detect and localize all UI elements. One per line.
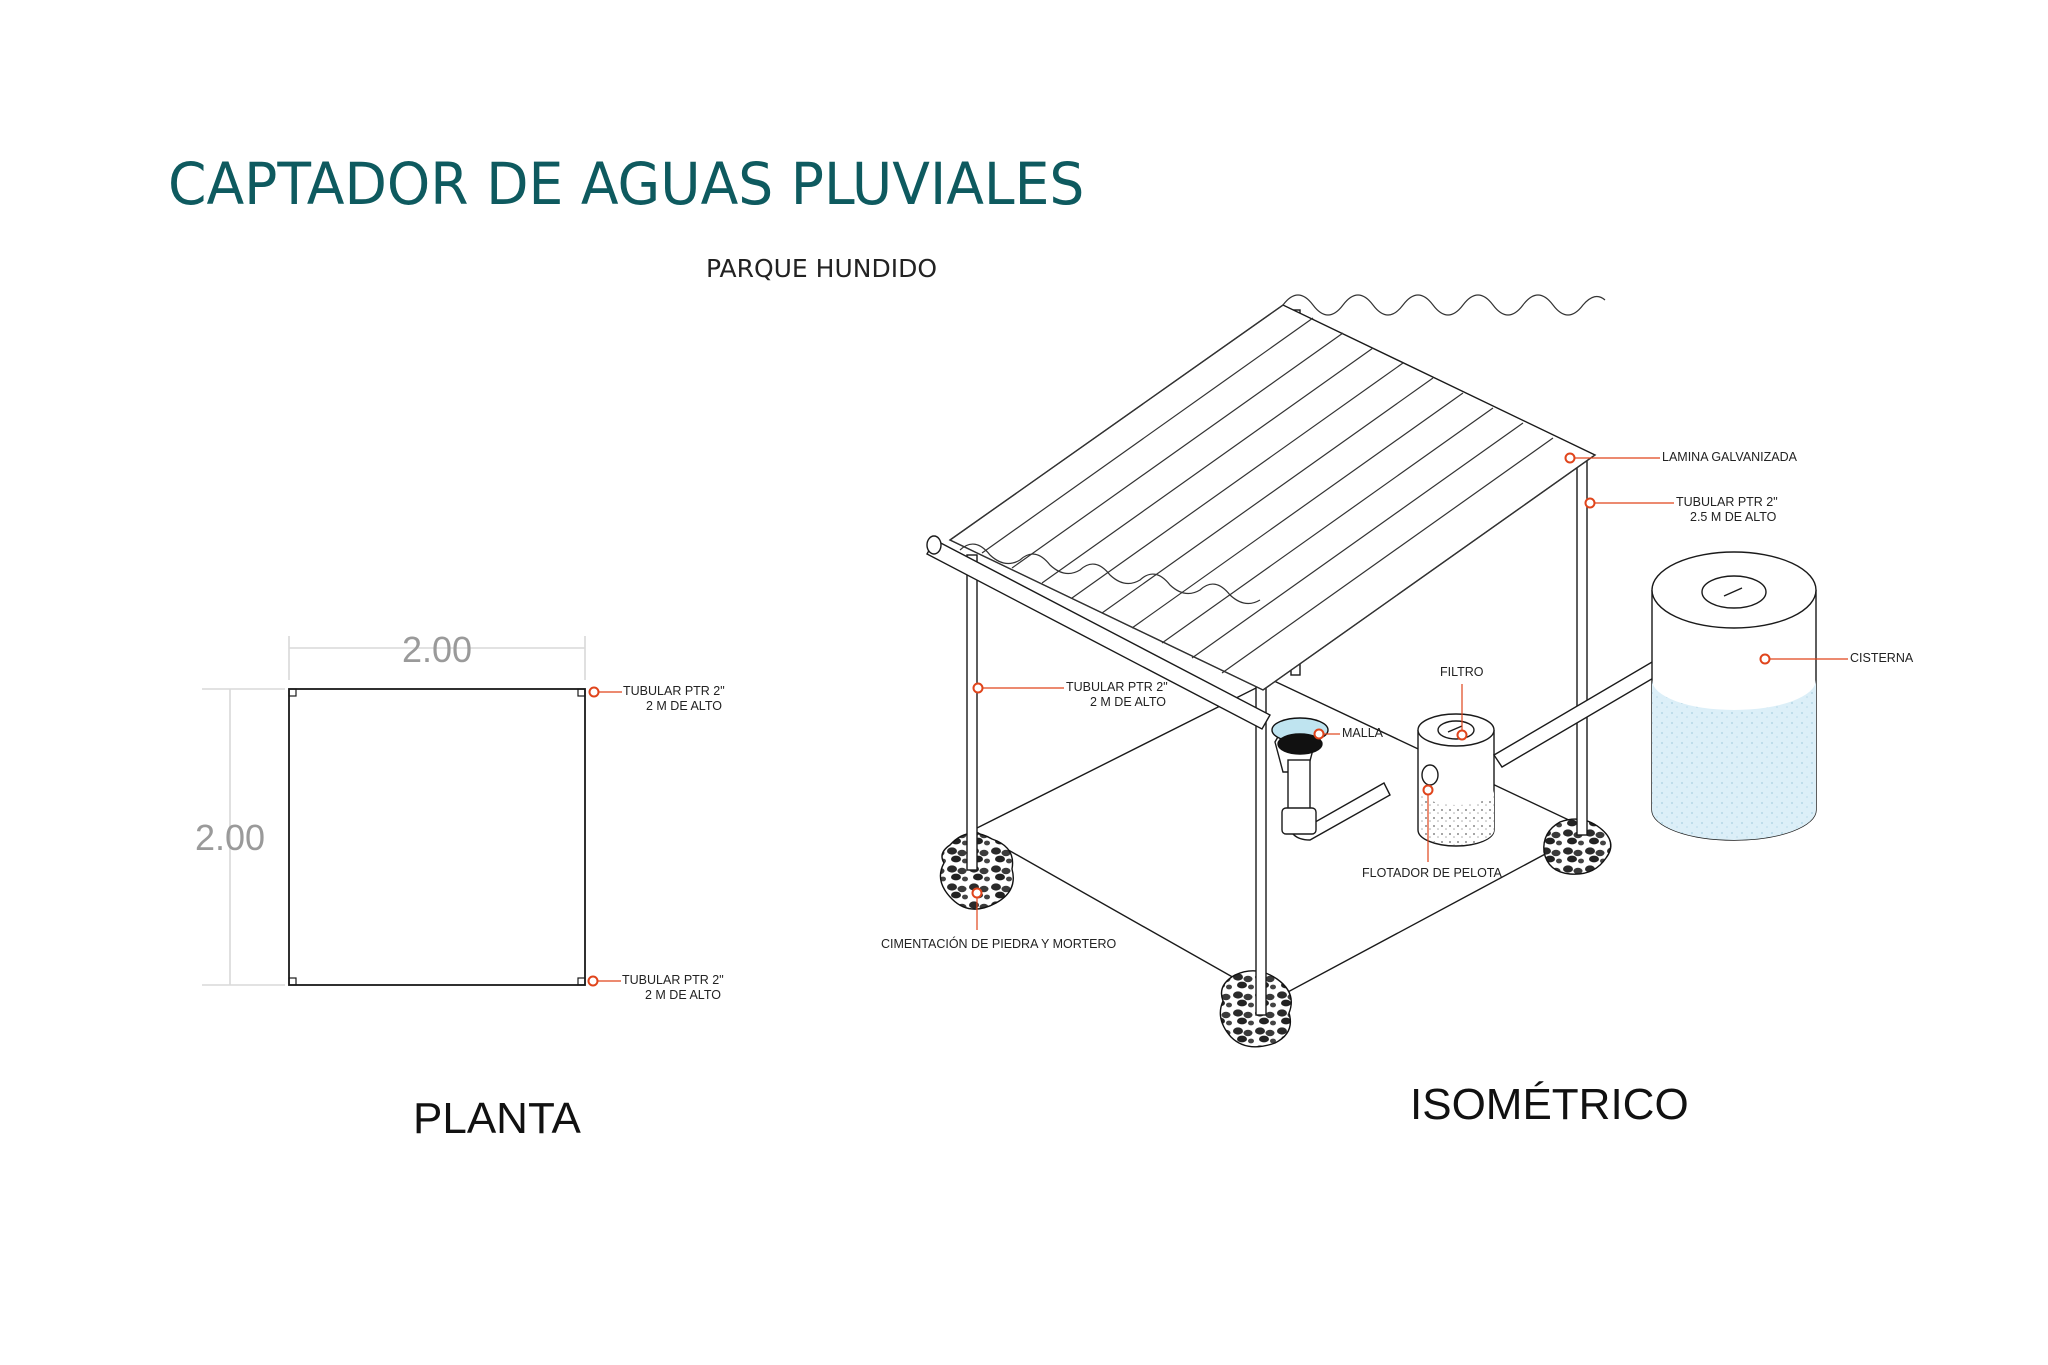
iso-roof [948, 294, 1606, 691]
iso-view [926, 294, 1817, 1048]
callout-flotador: FLOTADOR DE PELOTA [1362, 784, 1503, 880]
plan-caption: PLANTA [413, 1094, 581, 1143]
plan-view [202, 636, 586, 986]
plan-callout-top-line1: TUBULAR PTR 2" [623, 684, 725, 698]
plan-post-br [577, 977, 586, 986]
callout-filtro: FILTRO [1440, 665, 1484, 741]
dim-width-label: 2.00 [402, 629, 472, 670]
plan-callout-top: TUBULAR PTR 2" 2 M DE ALTO [588, 684, 725, 713]
callout-cimentacion: CIMENTACIÓN DE PIEDRA Y MORTERO [881, 887, 1117, 951]
plan-post-bl [288, 977, 297, 986]
callout-cimentacion-text: CIMENTACIÓN DE PIEDRA Y MORTERO [881, 936, 1117, 951]
callout-flotador-text: FLOTADOR DE PELOTA [1362, 866, 1503, 880]
plan-callout-bottom: TUBULAR PTR 2" 2 M DE ALTO [587, 973, 724, 1002]
callout-cisterna: CISTERNA [1759, 651, 1914, 665]
plan-outline [288, 688, 586, 986]
iso-callouts: LAMINA GALVANIZADA TUBULAR PTR 2" 2.5 M … [881, 450, 1914, 951]
plan-callout-bottom-line1: TUBULAR PTR 2" [622, 973, 724, 987]
callout-cisterna-text: CISTERNA [1850, 651, 1914, 665]
callout-tubular-back-line1: TUBULAR PTR 2" [1676, 495, 1778, 509]
plan-post-tr [577, 688, 586, 697]
dim-height-label: 2.00 [195, 817, 265, 858]
callout-tubular-back-line2: 2.5 M DE ALTO [1690, 510, 1777, 524]
plan-callout-bottom-line2: 2 M DE ALTO [645, 988, 721, 1002]
iso-gutter [926, 535, 1271, 730]
callout-tubular-front: TUBULAR PTR 2" 2 M DE ALTO [972, 680, 1168, 709]
iso-downspout [1271, 717, 1391, 841]
iso-cistern [1651, 551, 1817, 841]
iso-caption: ISOMÉTRICO [1410, 1080, 1689, 1129]
plan-post-tl [288, 688, 297, 697]
callout-lamina: LAMINA GALVANIZADA [1564, 450, 1798, 464]
callout-filtro-text: FILTRO [1440, 665, 1484, 679]
callout-tubular-front-line1: TUBULAR PTR 2" [1066, 680, 1168, 694]
callout-lamina-text: LAMINA GALVANIZADA [1662, 450, 1798, 464]
plan-callout-top-line2: 2 M DE ALTO [646, 699, 722, 713]
callout-tubular-back: TUBULAR PTR 2" 2.5 M DE ALTO [1584, 495, 1778, 524]
callout-malla-text: MALLA [1342, 726, 1384, 740]
page-subtitle: PARQUE HUNDIDO [706, 254, 938, 283]
callout-tubular-front-line2: 2 M DE ALTO [1090, 695, 1166, 709]
page-title: CAPTADOR DE AGUAS PLUVIALES [168, 150, 1085, 218]
callout-malla: MALLA [1313, 726, 1384, 740]
foundation-right [1543, 818, 1612, 875]
foundation-left [939, 832, 1014, 910]
